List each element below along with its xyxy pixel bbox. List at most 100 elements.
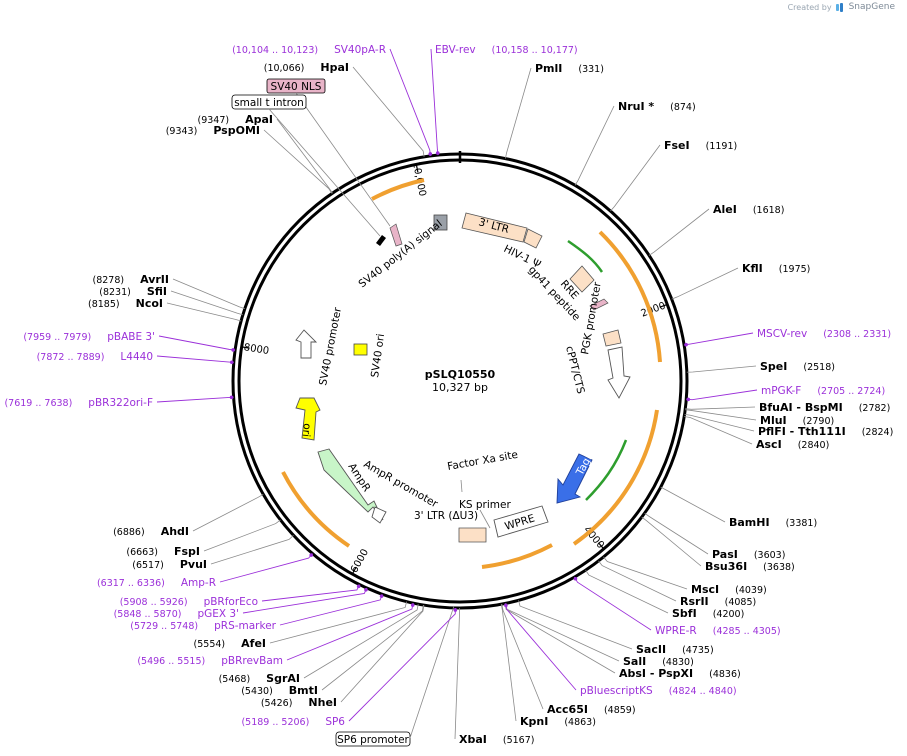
primer-pbrforeco-marker: [356, 584, 361, 589]
plasmid-center: pSLQ10550 10,327 bp: [425, 368, 496, 394]
enzyme-kfli-label[interactable]: KflI (1975): [742, 257, 810, 276]
sv40-polya-glyph[interactable]: [376, 235, 386, 246]
enzyme-avrii-label[interactable]: (8278) AvrII: [93, 268, 170, 287]
primer-l4440-marker: [229, 360, 234, 365]
sp6-promoter-tag[interactable]: [335, 731, 411, 747]
sv40-promoter-arrow[interactable]: [295, 329, 318, 359]
primer-pbr322ori-f-label[interactable]: (7619 .. 7638) pBR322ori-F: [4, 391, 153, 410]
enzyme-sfii-label[interactable]: (8231) SfiI: [99, 280, 167, 299]
enzyme-fsei-label[interactable]: FseI (1191): [664, 134, 737, 153]
primer-sv40pa-r-label[interactable]: (10,104 .. 10,123) SV40pA-R: [232, 38, 386, 57]
enzyme-sacii-position: (4735): [682, 645, 714, 656]
primer-wpre-r-label[interactable]: WPRE-R (4285 .. 4305): [655, 619, 781, 638]
enzyme-pmli-label[interactable]: PmlI (331): [535, 57, 604, 76]
enzyme-ahdi-leader: [192, 493, 264, 532]
primer-ebv-rev-label[interactable]: EBV-rev (10,158 .. 10,177): [435, 38, 578, 57]
enzyme-asci-label[interactable]: AscI (2840): [756, 433, 829, 452]
enzyme-pasi-leader: [644, 512, 709, 555]
enzyme-bmti-label[interactable]: (5430) BmtI: [241, 679, 318, 698]
tagbfp-arrow[interactable]: [556, 453, 593, 504]
enzyme-avrii-leader: [172, 278, 245, 310]
primer-l4440-label[interactable]: (7872 .. 7889) L4440: [37, 345, 153, 364]
enzyme-spei-leader: [686, 365, 757, 373]
primer-mpgk-f-label[interactable]: mPGK-F (2705 .. 2724): [761, 379, 885, 398]
primer-amp-r-name: Amp-R: [181, 577, 216, 589]
primer-pgex-3-position: (5848 .. 5870): [114, 609, 182, 620]
site-leaders: [156, 48, 758, 740]
enzyme-nrui-label[interactable]: NruI * (874): [618, 95, 696, 114]
enzyme-spei-name: SpeI: [760, 360, 787, 373]
enzyme-apai-label[interactable]: (9347) ApaI: [198, 108, 274, 127]
ltr3-box[interactable]: [458, 527, 487, 543]
wpre-box[interactable]: [493, 505, 549, 538]
primer-amp-r-label[interactable]: (6317 .. 6336) Amp-R: [97, 571, 216, 590]
enzyme-sbfi-label[interactable]: SbfI (4200): [672, 602, 744, 621]
grey-box[interactable]: [433, 214, 448, 231]
enzyme-bmti-leader: [321, 604, 424, 691]
orf-arc-1: [598, 230, 662, 363]
sv40-nls-glyph[interactable]: [389, 223, 403, 247]
primer-pbabe-3-leader: [158, 335, 236, 351]
enzyme-msci-label[interactable]: MscI (4039): [691, 578, 767, 597]
tick-label-8000: 8000: [243, 342, 270, 357]
enzyme-fsei-leader: [610, 144, 661, 212]
primer-pbrforeco-position: (5908 .. 5926): [120, 597, 188, 608]
primer-sp6-label[interactable]: (5189 .. 5206) SP6: [241, 710, 345, 729]
enzyme-bamhi-label[interactable]: BamHI (3381): [729, 511, 817, 530]
gp41-arrow[interactable]: [589, 298, 609, 311]
enzyme-hpai-position: (10,066): [264, 63, 305, 74]
enzyme-pspomi-leader: [263, 129, 333, 194]
primer-pbluescriptks-label[interactable]: pBluescriptKS (4824 .. 4840): [580, 679, 737, 698]
primer-wpre-r-leader: [574, 576, 652, 631]
enzyme-bfuai-bspmi-label[interactable]: BfuAI - BspMI (2782): [759, 396, 890, 415]
enzyme-pvui-label[interactable]: (6517) PvuI: [132, 553, 207, 572]
enzyme-rsrii-label[interactable]: RsrII (4085): [680, 590, 756, 609]
enzyme-sali-name: SalI: [623, 655, 646, 668]
enzyme-fspi-label[interactable]: (6663) FspI: [126, 540, 200, 559]
enzyme-pasi-name: PasI: [712, 548, 738, 561]
primer-pgex-3-label[interactable]: (5848 .. 5870) pGEX 3': [114, 602, 239, 621]
enzyme-kpni-label[interactable]: KpnI (4863): [520, 710, 596, 729]
primer-mscv-rev-label[interactable]: MSCV-rev (2308 .. 2331): [757, 322, 891, 341]
orf-arc-5: [371, 178, 425, 201]
enzyme-pspomi-label[interactable]: (9343) PspOMI: [166, 119, 260, 138]
ltr5-box[interactable]: [461, 212, 528, 243]
cppt-box[interactable]: [602, 329, 622, 347]
enzyme-acc65i-label[interactable]: Acc65I (4859): [547, 698, 636, 717]
enzyme-ncoi-label[interactable]: (8185) NcoI: [88, 292, 163, 311]
ampr-promoter-arrow[interactable]: [371, 506, 387, 524]
primer-pbrrevbam-label[interactable]: (5496 .. 5515) pBRrevBam: [137, 649, 283, 668]
ampr-arrow[interactable]: [317, 448, 384, 521]
primer-pbluescriptks-name: pBluescriptKS: [580, 685, 653, 697]
primer-pbrforeco-label[interactable]: (5908 .. 5926) pBRforEco: [120, 590, 258, 609]
enzyme-hpai-label[interactable]: (10,066) HpaI: [264, 56, 349, 75]
primer-pbrforeco-leader: [261, 584, 360, 602]
enzyme-pflfi-tth111i-label[interactable]: PflFI - Tth111I (2824): [758, 420, 893, 439]
enzyme-xbai-label[interactable]: XbaI (5167): [459, 728, 534, 747]
enzyme-ahdi-label[interactable]: (6886) AhdI: [113, 520, 189, 539]
orf-arc-4: [281, 471, 351, 548]
rre-box[interactable]: [569, 265, 595, 293]
enzyme-bsu36i-label[interactable]: Bsu36I (3638): [705, 555, 795, 574]
enzyme-hpai-leader: [352, 66, 425, 157]
enzyme-mlui-position: (2790): [803, 416, 835, 427]
primer-pbabe-3-label[interactable]: (7959 .. 7979) pBABE 3': [23, 325, 155, 344]
primer-l4440-leader: [156, 355, 234, 363]
pgk-promoter-arrow[interactable]: [607, 346, 631, 399]
enzyme-sali-label[interactable]: SalI (4830): [623, 650, 694, 669]
ori-arrow[interactable]: [295, 397, 321, 441]
primer-mscv-rev-leader: [684, 332, 754, 346]
enzyme-spei-label[interactable]: SpeI (2518): [760, 355, 835, 374]
enzyme-afei-label[interactable]: (5554) AfeI: [194, 632, 266, 651]
enzyme-alei-label[interactable]: AleI (1618): [713, 198, 784, 217]
primer-prs-marker-label[interactable]: (5729 .. 5748) pRS-marker: [130, 614, 276, 633]
enzyme-absi-pspxi-label[interactable]: AbsI - PspXI (4836): [619, 662, 741, 681]
enzyme-sgrai-label[interactable]: (5468) SgrAI: [219, 667, 300, 686]
enzyme-nhei-label[interactable]: (5426) NheI: [261, 691, 337, 710]
ltr5-box-small[interactable]: [523, 228, 543, 249]
enzyme-mlui-label[interactable]: MluI (2790): [760, 409, 834, 428]
plasmid-backbone: [231, 151, 689, 610]
enzyme-sacii-label[interactable]: SacII (4735): [636, 638, 714, 657]
enzyme-pasi-label[interactable]: PasI (3603): [712, 543, 785, 562]
sv40-ori-box[interactable]: [353, 343, 368, 356]
